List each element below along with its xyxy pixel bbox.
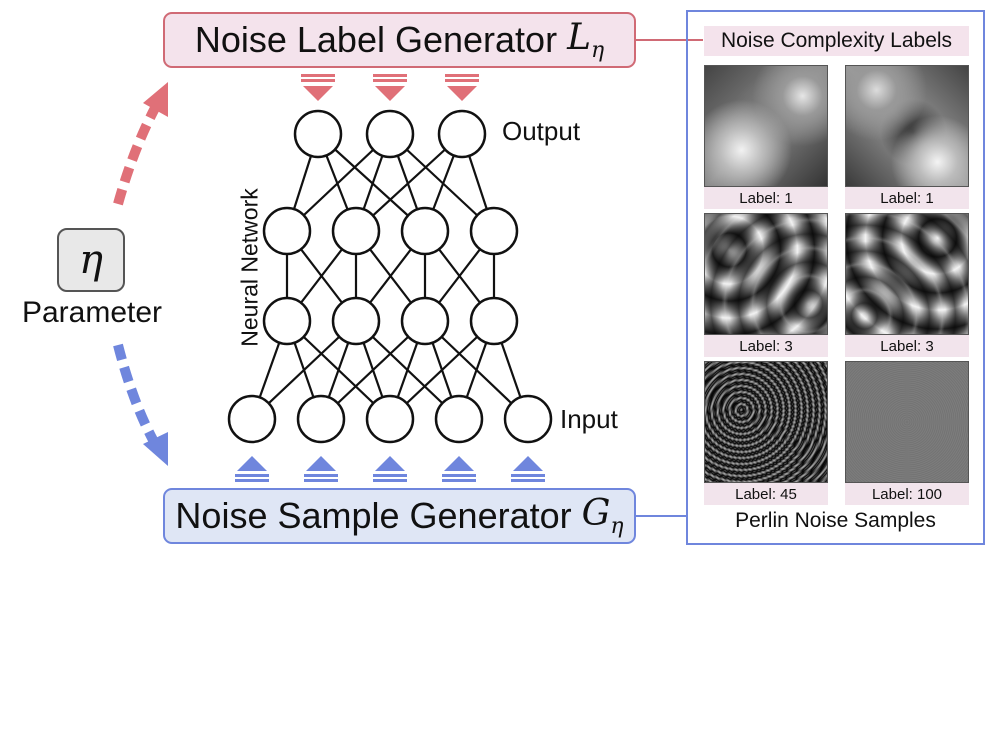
sample-label-4: Label: 3	[845, 335, 969, 357]
input-arrow-4	[442, 456, 476, 482]
sample-generator-symbol: Gη	[581, 492, 624, 540]
output-label: Output	[502, 116, 581, 146]
input-node-3	[365, 394, 415, 444]
perlin-noise-samples-caption: Perlin Noise Samples	[735, 509, 936, 532]
noise-samples-panel	[686, 10, 985, 545]
input-arrow-2	[304, 456, 338, 482]
hidden1-node-1	[262, 206, 312, 256]
sample-label-1: Label: 1	[704, 187, 828, 209]
sample-label-6: Label: 100	[845, 483, 969, 505]
red-arrowhead	[143, 82, 168, 117]
noise-sample-2	[845, 65, 969, 187]
input-arrows	[235, 456, 545, 482]
output-arrow-3	[445, 74, 479, 101]
parameter-label: Parameter	[21, 296, 163, 329]
output-node-3	[437, 109, 487, 159]
neural-network-label: Neural Network	[236, 188, 263, 347]
input-node-5	[503, 394, 553, 444]
sample-label-5: Label: 45	[704, 483, 828, 505]
output-arrow-2	[373, 74, 407, 101]
parameter-eta-box: η	[57, 228, 125, 292]
hidden1-node-3	[400, 206, 450, 256]
input-arrow-3	[373, 456, 407, 482]
network-edges	[250, 133, 530, 420]
noise-sample-1	[704, 65, 828, 187]
input-node-2	[296, 394, 346, 444]
hidden1-node-2	[331, 206, 381, 256]
input-node-1	[227, 394, 277, 444]
sample-generator-text: Noise Sample Generator	[175, 495, 572, 536]
blue-dashed-arrow	[113, 343, 158, 443]
blue-arrowhead	[143, 432, 168, 466]
output-node-2	[365, 109, 415, 159]
input-node-4	[434, 394, 484, 444]
label-generator-text: Noise Label Generator	[194, 19, 558, 60]
hidden2-node-4	[469, 296, 519, 346]
label-generator-symbol: Lη	[567, 16, 605, 64]
noise-sample-4	[845, 213, 969, 335]
output-node-1	[293, 109, 343, 159]
sample-label-3: Label: 3	[704, 335, 828, 357]
hidden1-node-4	[469, 206, 519, 256]
input-arrow-5	[511, 456, 545, 482]
output-arrow-1	[301, 74, 335, 101]
hidden2-node-2	[331, 296, 381, 346]
hidden2-node-1	[262, 296, 312, 346]
input-arrow-1	[235, 456, 269, 482]
noise-complexity-labels-title: Noise Complexity Labels	[704, 26, 969, 56]
noise-sample-generator: Noise Sample Generator Gη	[163, 488, 636, 544]
noise-sample-5	[704, 361, 828, 483]
network-nodes	[227, 109, 553, 444]
noise-label-generator: Noise Label Generator Lη	[163, 12, 636, 68]
noise-sample-6	[845, 361, 969, 483]
noise-sample-3	[704, 213, 828, 335]
output-arrows	[301, 74, 479, 101]
hidden2-node-3	[400, 296, 450, 346]
sample-label-2: Label: 1	[845, 187, 969, 209]
input-label: Input	[560, 404, 618, 434]
red-dashed-arrow	[113, 105, 160, 206]
